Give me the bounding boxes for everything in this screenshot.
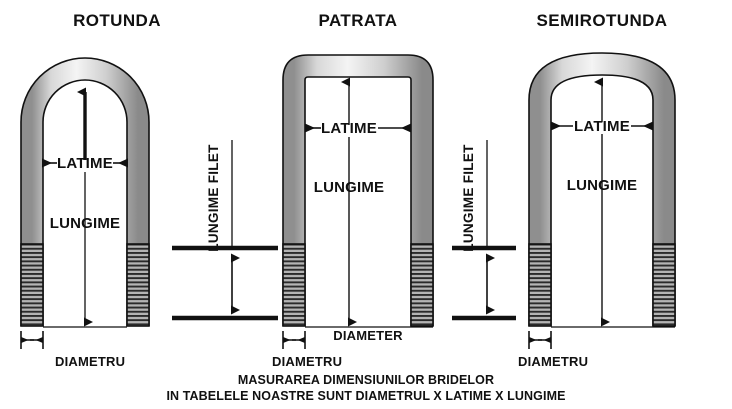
rotunda-length-dimension bbox=[43, 87, 127, 328]
thread-length-left-label: LUNGIME FILET bbox=[206, 144, 221, 252]
thread-length-left: LUNGIME FILET bbox=[172, 140, 278, 321]
bolt-semirotunda: SEMIROTUNDA LATIME bbox=[518, 11, 676, 369]
bolt-title-semirotunda: SEMIROTUNDA bbox=[537, 11, 668, 30]
bolt-patrata: PATRATA LATIME bbox=[272, 11, 434, 369]
bolt-title-patrata: PATRATA bbox=[319, 11, 398, 30]
bolt-title-rotunda: ROTUNDA bbox=[73, 11, 161, 30]
caption-block: MASURAREA DIMENSIUNILOR BRIDELOR IN TABE… bbox=[166, 373, 565, 403]
caption-line-1: MASURAREA DIMENSIUNILOR BRIDELOR bbox=[238, 373, 494, 387]
patrata-diameter-en-label: DIAMETER bbox=[333, 328, 403, 343]
semirotunda-length-label: LUNGIME bbox=[567, 177, 638, 194]
semirotunda-diameter-label: DIAMETRU bbox=[518, 354, 588, 369]
patrata-length-label: LUNGIME bbox=[314, 179, 385, 196]
patrata-width-label: LATIME bbox=[321, 120, 377, 137]
thread-length-right: LUNGIME FILET bbox=[452, 140, 516, 321]
semirotunda-width-label: LATIME bbox=[574, 118, 630, 135]
thread-length-right-label: LUNGIME FILET bbox=[461, 144, 476, 252]
bolt-rotunda: ROTUNDA bbox=[20, 11, 161, 369]
patrata-threads bbox=[282, 243, 434, 327]
rotunda-threads bbox=[20, 243, 150, 327]
rotunda-diameter-dimension bbox=[20, 331, 44, 349]
rotunda-width-label: LATIME bbox=[57, 155, 113, 172]
rotunda-diameter-label: DIAMETRU bbox=[55, 354, 125, 369]
semirotunda-length-dimension bbox=[551, 77, 675, 328]
rotunda-length-label: LUNGIME bbox=[50, 215, 121, 232]
patrata-diameter-label: DIAMETRU bbox=[272, 354, 342, 369]
rotunda-body bbox=[20, 57, 150, 326]
patrata-length-dimension bbox=[305, 77, 433, 328]
patrata-body bbox=[282, 54, 434, 326]
caption-line-2: IN TABELELE NOASTRE SUNT DIAMETRUL X LAT… bbox=[166, 389, 565, 403]
semirotunda-threads bbox=[528, 243, 676, 327]
semirotunda-body bbox=[528, 52, 676, 326]
semirotunda-diameter-dimension bbox=[528, 331, 552, 349]
patrata-diameter-dimension bbox=[282, 331, 306, 349]
